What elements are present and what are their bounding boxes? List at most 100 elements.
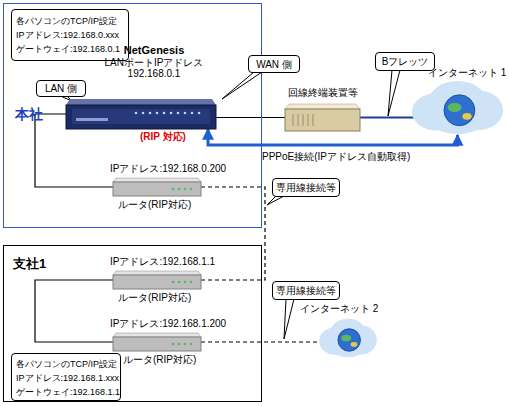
router-shape xyxy=(113,271,201,289)
node-text: 回線終端装置等 xyxy=(282,87,363,98)
device-led xyxy=(172,188,175,191)
device-body xyxy=(113,275,201,289)
device-body xyxy=(113,337,201,351)
device-led xyxy=(190,343,193,346)
callout-tail xyxy=(284,299,294,339)
leased-line-callout: 専用線接続等 xyxy=(272,178,340,197)
node-text: WAN 側 xyxy=(249,59,299,70)
leased-line xyxy=(201,341,324,342)
device-led xyxy=(135,112,138,115)
node-text: LAN 側 xyxy=(37,83,85,94)
router-shape xyxy=(113,178,201,196)
rip-router: IPアドレス:192.168.1.1ルータ(RIP対応) xyxy=(113,271,201,289)
device-slit xyxy=(293,114,294,126)
node-text: IPアドレス:192.168.1.200 xyxy=(110,318,235,329)
line-terminal-device: 回線終端装置等 xyxy=(285,104,360,131)
router-shape xyxy=(113,333,201,351)
callout-tail xyxy=(388,70,400,116)
device-led xyxy=(184,188,187,191)
node-text: NetGenesis xyxy=(104,44,204,56)
globe-land xyxy=(462,113,471,120)
ng-shape xyxy=(66,99,216,129)
device-led xyxy=(178,343,181,346)
device-led xyxy=(190,188,193,191)
device-slit xyxy=(298,114,299,126)
device-top xyxy=(113,271,201,275)
rip-router: IPアドレス:192.168.0.200ルータ(RIP対応) xyxy=(113,178,201,196)
office-region: 支社1IPアドレス:192.168.1.1ルータ(RIP対応)IPアドレス:19… xyxy=(3,245,262,402)
side-callout: LAN 側 xyxy=(36,80,86,97)
netgenesis-router: NetGenesisLANポートIPアドレス 192.168.0.1 xyxy=(66,99,216,129)
globe xyxy=(338,329,360,351)
device-top xyxy=(66,99,216,105)
device-slit xyxy=(308,114,309,126)
device-led xyxy=(142,112,145,115)
office-region: 本社 各パソコンのTCP/IP設定 IPアドレス:192.168.0.xxx ゲー… xyxy=(3,3,262,228)
device-top xyxy=(285,104,360,109)
service-callout: Bフレッツ xyxy=(375,52,435,71)
internet-cloud: インターネット 1 xyxy=(410,80,505,135)
globe-land xyxy=(341,335,351,342)
node-text: ルータ(RIP対応) xyxy=(118,292,218,303)
callout-tail xyxy=(222,72,262,99)
device-led xyxy=(184,343,187,346)
device-led xyxy=(184,281,187,284)
device-led xyxy=(156,112,159,115)
device-led xyxy=(177,112,180,115)
device-led xyxy=(191,112,194,115)
device-panel xyxy=(72,109,210,124)
globe-land xyxy=(351,342,358,347)
node-text: LANポートIPアドレス 192.168.0.1 xyxy=(99,57,209,79)
device-body xyxy=(66,105,216,129)
lan-cable xyxy=(216,117,285,118)
node-text: ルータ(RIP対応) xyxy=(123,354,223,365)
device-led xyxy=(178,281,181,284)
node-text: 本社 xyxy=(15,106,55,122)
node-text: 各パソコンのTCP/IP設定 IPアドレス:192.168.1.xxx ゲートウ… xyxy=(16,357,120,399)
node-text: 各パソコンのTCP/IP設定 IPアドレス:192.168.0.xxx ゲートウ… xyxy=(16,14,126,56)
callout-tail xyxy=(267,196,284,205)
rip-router: IPアドレス:192.168.1.200ルータ(RIP対応) xyxy=(113,333,201,351)
globe-land xyxy=(448,103,462,112)
device-top xyxy=(113,333,201,337)
node-text: インターネット 2 xyxy=(300,303,385,314)
settings-callout: 各パソコンのTCP/IP設定 IPアドレス:192.168.1.xxx ゲートウ… xyxy=(11,353,121,401)
side-callout: WAN 側 xyxy=(248,55,300,73)
node-text: 支社1 xyxy=(13,256,63,271)
onu-shape xyxy=(285,104,360,131)
device-body xyxy=(285,109,360,131)
device-led xyxy=(149,112,152,115)
cloud-shape xyxy=(318,318,378,358)
device-led xyxy=(170,112,173,115)
device-slit xyxy=(303,114,304,126)
device-top xyxy=(113,178,201,182)
node-text: インターネット 1 xyxy=(428,67,508,78)
device-logo xyxy=(76,118,108,121)
device-led xyxy=(190,281,193,284)
leased-line-callout: 専用線接続等 xyxy=(272,281,340,300)
node-text: Bフレッツ xyxy=(376,56,434,67)
lan-cable xyxy=(35,280,113,342)
globe xyxy=(444,95,475,126)
device-slit xyxy=(313,114,314,126)
device-led xyxy=(184,112,187,115)
settings-callout: 各パソコンのTCP/IP設定 IPアドレス:192.168.0.xxx ゲートウ… xyxy=(11,9,129,61)
node-text: IPアドレス:192.168.0.200 xyxy=(110,163,235,174)
device-led xyxy=(178,188,181,191)
node-text: IPアドレス:192.168.1.1 xyxy=(110,256,235,267)
device-led xyxy=(172,281,175,284)
device-led xyxy=(198,112,201,115)
device-body xyxy=(113,182,201,196)
device-led xyxy=(163,112,166,115)
device-led xyxy=(172,343,175,346)
cloud-shape xyxy=(410,80,505,135)
node-text: ルータ(RIP対応) xyxy=(118,199,218,210)
note-label: (RIP 対応) xyxy=(140,131,186,142)
connector-label: PPPoE接続(IPアドレス自動取得) xyxy=(262,151,410,162)
wan-line xyxy=(360,117,414,119)
node-text: 専用線接続等 xyxy=(273,182,339,193)
internet-cloud: インターネット 2 xyxy=(318,318,378,358)
node-text: 専用線接続等 xyxy=(273,285,339,296)
